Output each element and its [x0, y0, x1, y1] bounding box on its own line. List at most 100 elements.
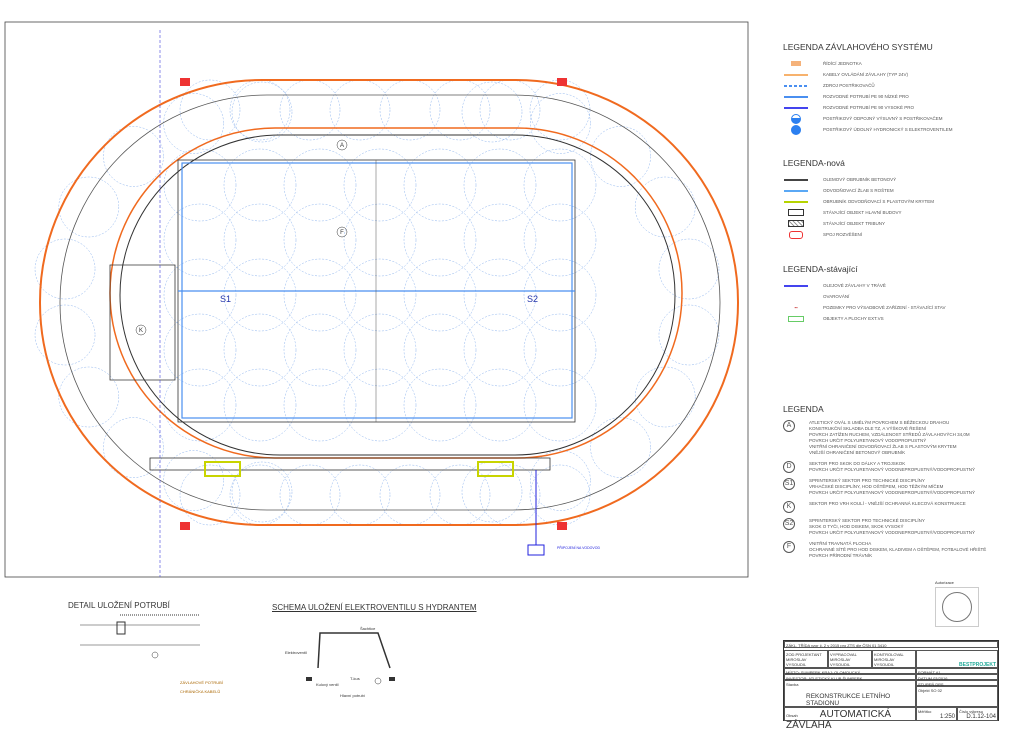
- legend-item: POSTŘIKOVÝ ÚDOLNÝ HYDRONICKÝ S ELEKTROVE…: [783, 124, 953, 135]
- sprinkler-circle: [343, 258, 417, 332]
- sprinkler-circle: [658, 238, 720, 300]
- existing-legend: LEGENDA-stávající OLEJOVÉ ZÁVLAHY V TRÁV…: [783, 264, 945, 324]
- legend-item-label: POSTŘIKOVÝ ÚDOLNÝ HYDRONICKÝ S ELEKTROVE…: [823, 127, 953, 132]
- legend-swatch-icon: [783, 106, 809, 109]
- label-s2: S2: [527, 294, 538, 304]
- outer-irrigation-pipe: [39, 79, 739, 526]
- sprinkler-circle: [658, 304, 720, 366]
- investor: INVESTOR: ATLETICKÝ KLUB ŠUMPERK: [784, 674, 916, 681]
- legend-item-label: KABELY OVLÁDÁNÍ ZÁVLAHY (TYP 24V): [823, 72, 908, 77]
- label: Obsah: [786, 713, 798, 718]
- sprinkler-circle: [635, 176, 696, 238]
- sprinkler-circle: [283, 148, 357, 222]
- sprinkler-circle: [223, 368, 297, 442]
- legend-item-label: OBJEKTY A PLOCHY EXT.VS: [823, 316, 884, 321]
- sprinkler-circle: [523, 258, 597, 332]
- legend-swatch-icon: [783, 178, 809, 181]
- format: A1: [935, 670, 941, 675]
- legend-mark-icon: A: [783, 420, 795, 432]
- sprinkler-circle: [103, 417, 164, 478]
- legend-item: ZDROJ POSTŘIKOVAČŮ: [783, 80, 953, 91]
- sprinkler-circle: [58, 176, 119, 238]
- legend-item-text: VNITŘNÍ TRAVNATÁ PLOCHA OCHRANNÉ SÍTĚ PR…: [809, 541, 987, 558]
- sprinkler-circle: [379, 79, 441, 141]
- pipe-label: CHRÁNIČKA KABELŮ: [180, 689, 221, 694]
- legend-swatch-icon: [783, 200, 809, 203]
- label: STUPEŇ: [918, 682, 935, 687]
- sprinkler-circle: [343, 313, 417, 387]
- legend-swatch-icon: [783, 113, 809, 124]
- legend-item-label: OVAROVÁNÍ: [823, 294, 850, 299]
- pipe-label: ZÁVLAHOVÉ POTRUBÍ: [180, 680, 223, 685]
- sprinkler-circle: [34, 304, 96, 366]
- sprinkler-circle: [429, 79, 491, 141]
- sprinkler-circle: [103, 126, 164, 187]
- valve-label: Elektroventil: [285, 650, 307, 655]
- sprinkler-circle: [463, 203, 537, 277]
- sprinkler-circle: [231, 81, 293, 143]
- legend-item: OLEMOVÝ OBRUBNÍK BETONOVÝ: [783, 174, 934, 185]
- sprinkler-circle: [223, 203, 297, 277]
- valve-label: T-kus: [350, 676, 360, 681]
- track-outer-edge: [59, 94, 721, 511]
- label: DATUM: [918, 676, 932, 681]
- legend-mark-icon: K: [783, 501, 795, 513]
- inner-irrigation-pipe: [109, 127, 683, 459]
- legend-swatch-icon: [783, 124, 809, 135]
- sprinkler-circle: [343, 203, 417, 277]
- sprinkler-circle: [343, 148, 417, 222]
- person: MIROSLAV VYSOUDIL: [786, 657, 807, 667]
- stamp-label: Autorizace: [935, 580, 954, 585]
- sprinkler-circle: [523, 148, 597, 222]
- sprinkler-circle: [283, 203, 357, 277]
- sprinkler-circle: [463, 368, 537, 442]
- legend-swatch-icon: [783, 209, 809, 216]
- legend-item-label: OLEMOVÝ OBRUBNÍK BETONOVÝ: [823, 177, 897, 182]
- sprinkler-circle: [403, 258, 477, 332]
- company-logo: BESTPROJEKT: [916, 650, 998, 668]
- label-a: A: [340, 143, 344, 149]
- sprinkler-circle: [163, 313, 237, 387]
- legend-item-label: ODVODŇOVACÍ ŽLAB S ROŠTEM: [823, 188, 894, 193]
- sprinkler-circle: [163, 93, 224, 154]
- legend-title: LEGENDA-nová: [783, 158, 845, 168]
- legend-item-label: OBRUBNÍK ODVODŇOVACÍ S PLASTOVÝM KRYTEM: [823, 199, 935, 204]
- sprinkler-circle: [523, 203, 597, 277]
- legend-mark-icon: S2: [783, 518, 795, 530]
- stage: DPS: [935, 682, 944, 687]
- sprinkler-circle: [590, 126, 651, 187]
- legend-swatch-icon: [783, 84, 809, 87]
- sprinkler-circle: [223, 148, 297, 222]
- sprinkler-circle: [479, 464, 541, 526]
- sprinkler-circle: [590, 417, 651, 478]
- sprinkler-circle: [329, 464, 391, 526]
- legend-item-text: SEKTOR PRO VRH KOULÍ - VNĚJŠÍ OCHRANNÁ K…: [809, 501, 966, 506]
- label: Stavba: [786, 682, 799, 687]
- place: MÍSTO: SUMPERK KRAJ: OLOMOUCKÝ: [784, 668, 916, 675]
- legend-item: POSTŘIKOVÝ ODPOJNÝ VÝSUVNÝ S POSTŘIKOVAČ…: [783, 113, 953, 124]
- label-s1: S1: [220, 294, 231, 304]
- part: SO 02: [930, 688, 943, 693]
- label: FORMÁT: [918, 670, 935, 675]
- shot-put-sector: [109, 264, 176, 381]
- legend-item: OLEJOVÉ ZÁVLAHY V TRÁVĚ: [783, 280, 945, 291]
- legend-item: ROZVODNÉ POTRUBÍ PE 90 VYSOKÉ PRO: [783, 102, 953, 113]
- label: Objekt: [918, 688, 930, 693]
- sprinkler-circle: [283, 258, 357, 332]
- valve-label: Hlavní potrubí: [340, 693, 365, 698]
- legend-swatch-icon: [783, 284, 809, 287]
- control-unit-markers: [180, 78, 567, 530]
- sprinkler-circle: [463, 313, 537, 387]
- sprinkler-circle: [343, 368, 417, 442]
- sprinkler-circle: [403, 148, 477, 222]
- valve-label: Šachtice: [360, 626, 376, 631]
- legend-mark-icon: S1: [783, 478, 795, 490]
- person: MIROSLAV VYSOUDIL: [874, 657, 895, 667]
- label-f: F: [340, 230, 344, 236]
- legend-title: LEGENDA: [783, 404, 824, 414]
- legend-title: LEGENDA-stávající: [783, 264, 858, 274]
